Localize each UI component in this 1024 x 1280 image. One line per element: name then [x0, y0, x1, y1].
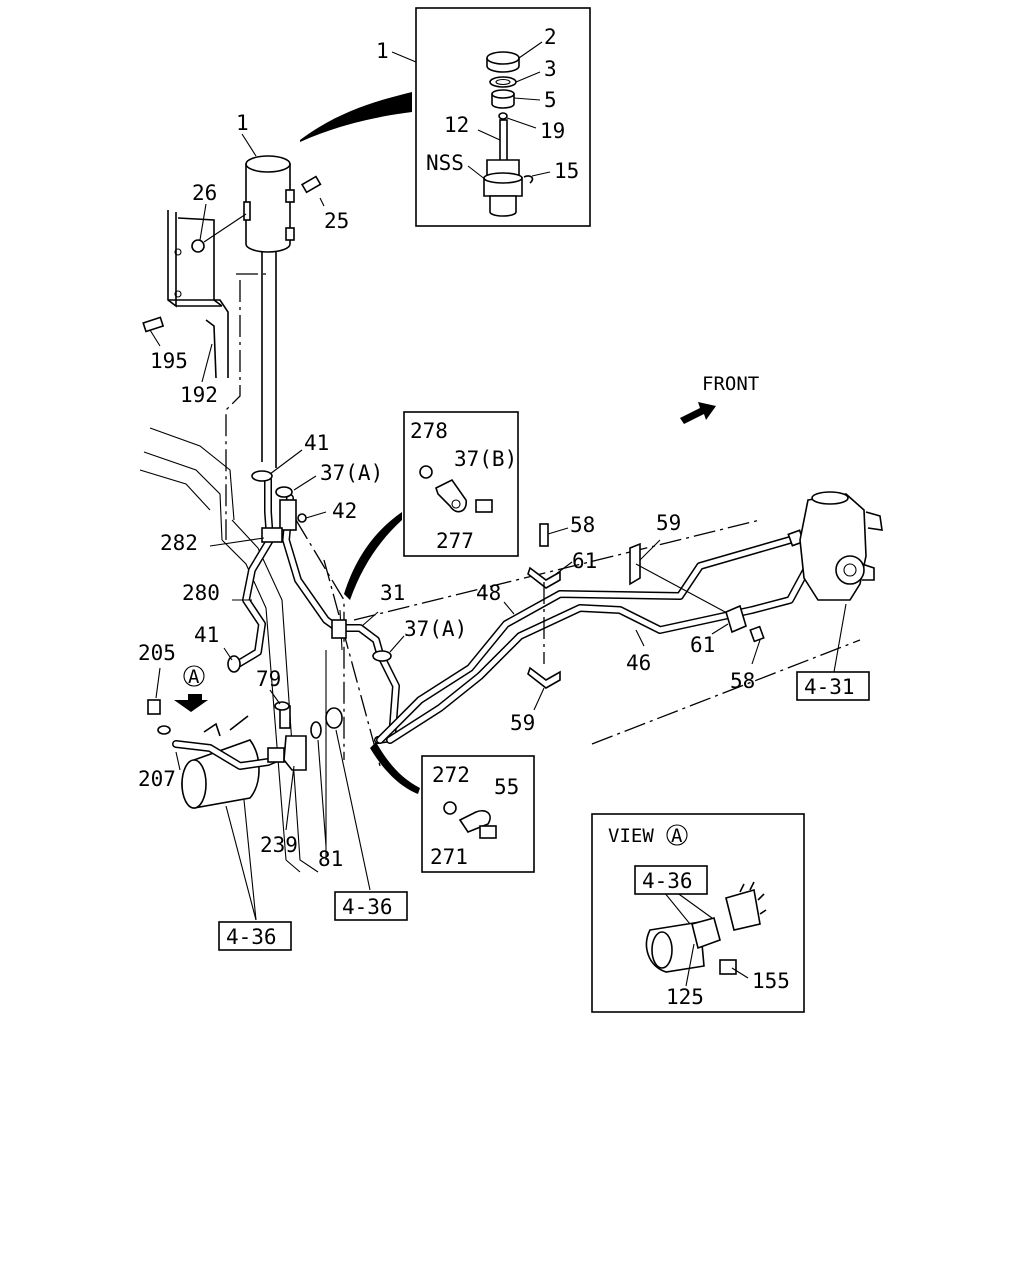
callout-58-top: 58 [570, 513, 595, 537]
callout-25: 25 [324, 209, 349, 233]
callout-5: 5 [544, 88, 557, 112]
callout-205: 205 [138, 641, 176, 665]
callout-37a-mid: 37(A) [404, 617, 467, 641]
callout-26: 26 [192, 181, 217, 205]
callout-278: 278 [410, 419, 448, 443]
reservoir-detail-inset [415, 7, 591, 227]
callout-192: 192 [180, 383, 218, 407]
callout-37b: 37(B) [454, 447, 517, 471]
callout-48: 48 [476, 581, 501, 605]
callout-277: 277 [436, 529, 474, 553]
callout-labels: 1 2 3 5 12 19 NSS 15 1 26 25 195 192 FRO… [138, 25, 790, 1009]
view-direction-arrow-icon [174, 694, 208, 712]
pipe-clips [527, 523, 765, 711]
return-hoses [209, 449, 344, 673]
ref-4-31: 4-31 [804, 675, 855, 699]
callout-195: 195 [150, 349, 188, 373]
callout-12: 12 [444, 113, 469, 137]
callout-42: 42 [332, 499, 357, 523]
reservoir-assembly [142, 133, 325, 540]
callout-207: 207 [138, 767, 176, 791]
callout-61-top: 61 [572, 549, 597, 573]
callout-3: 3 [544, 57, 557, 81]
callout-61-low: 61 [690, 633, 715, 657]
callout-nss: NSS [426, 151, 464, 175]
clamp-55-inset [370, 742, 535, 873]
callout-59-top: 59 [656, 511, 681, 535]
ref-4-36-mid: 4-36 [342, 895, 393, 919]
callout-31: 31 [380, 581, 405, 605]
callout-272: 272 [432, 763, 470, 787]
front-direction-arrow-icon [680, 402, 716, 424]
callout-81: 81 [318, 847, 343, 871]
steering-gear-box [799, 491, 883, 673]
callout-41-low: 41 [194, 623, 219, 647]
ref-4-36-low: 4-36 [226, 925, 277, 949]
callout-15: 15 [554, 159, 579, 183]
callout-41-top: 41 [304, 431, 329, 455]
callout-2: 2 [544, 25, 557, 49]
reference-boxes: 4-31 4-36 4-36 4-36 [218, 671, 870, 951]
view-label: VIEW [608, 825, 654, 847]
callout-271: 271 [430, 845, 468, 869]
callout-58-low: 58 [730, 669, 755, 693]
callout-1: 1 [236, 111, 249, 135]
callout-37a-top: 37(A) [320, 461, 383, 485]
view-a-marker: A [188, 666, 200, 688]
callout-125: 125 [666, 985, 704, 1009]
clamp-37b-inset [344, 411, 519, 600]
frame-rails [139, 427, 861, 873]
front-label: FRONT [702, 373, 759, 395]
inset-pointer-arrow [300, 92, 412, 142]
callout-19: 19 [540, 119, 565, 143]
callout-59-low: 59 [510, 711, 535, 735]
callout-1-inset: 1 [376, 39, 389, 63]
callout-239: 239 [260, 833, 298, 857]
oil-pump-assembly [147, 665, 371, 921]
pressure-hose [331, 611, 405, 744]
callout-46: 46 [626, 651, 651, 675]
callout-280: 280 [182, 581, 220, 605]
callout-282: 282 [160, 531, 198, 555]
callout-55: 55 [494, 775, 519, 799]
callout-79: 79 [256, 667, 281, 691]
view-letter: A [671, 825, 683, 847]
callout-155: 155 [752, 969, 790, 993]
ref-4-36-view: 4-36 [642, 869, 693, 893]
view-a-inset [591, 813, 805, 1013]
